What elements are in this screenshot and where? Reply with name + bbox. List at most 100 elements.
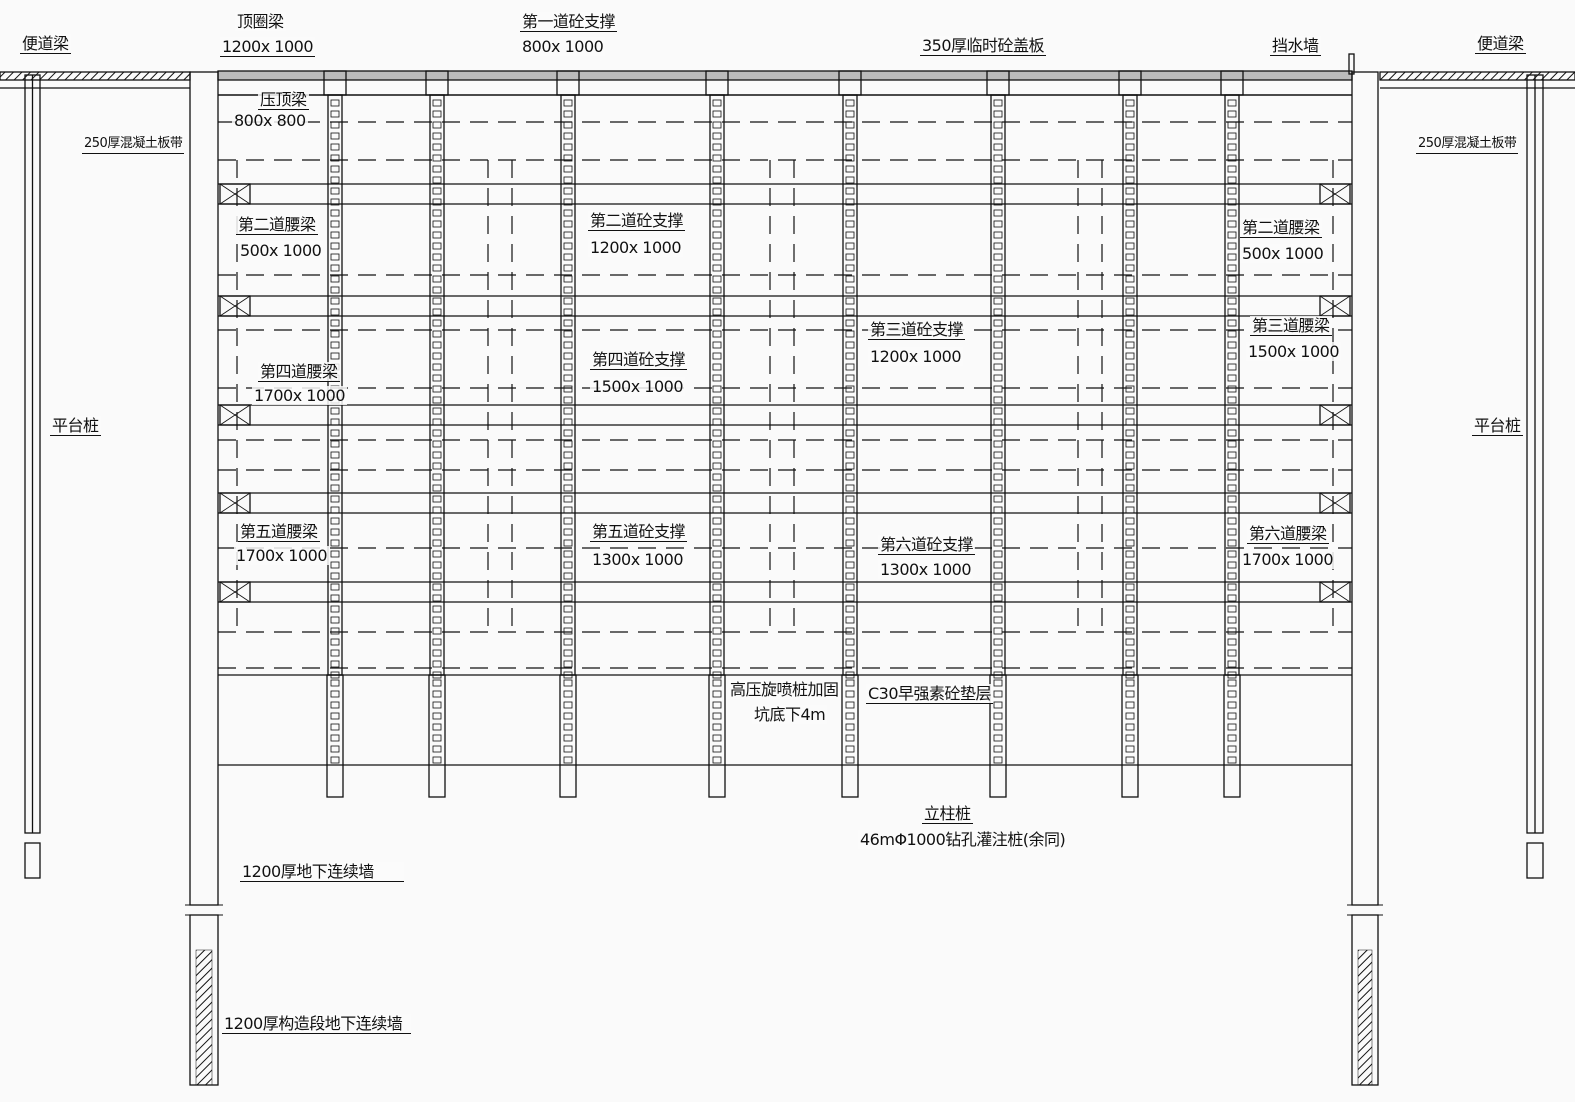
lattice-batten	[993, 220, 1003, 228]
lattice-batten	[563, 407, 573, 415]
lattice-batten	[1227, 253, 1237, 261]
lattice-batten	[845, 690, 855, 698]
label-waler3-size: 1500x 1000	[1246, 342, 1341, 361]
lattice-batten	[1227, 572, 1237, 580]
lattice-batten	[1227, 745, 1237, 753]
lattice-batten	[563, 506, 573, 514]
lattice-batten	[1227, 396, 1237, 404]
lattice-batten	[432, 561, 442, 569]
lattice-batten	[845, 660, 855, 668]
lattice-batten	[563, 528, 573, 536]
lattice-batten	[993, 660, 1003, 668]
waler-section-left	[219, 183, 251, 205]
lattice-batten	[1125, 154, 1135, 162]
label-slab-band-right: 250厚混凝土板带	[1416, 134, 1519, 154]
lattice-batten	[330, 679, 340, 687]
lattice-batten	[563, 539, 573, 547]
lattice-batten	[845, 154, 855, 162]
lattice-batten	[993, 143, 1003, 151]
lattice-batten	[993, 99, 1003, 107]
lattice-batten	[330, 572, 340, 580]
lattice-batten	[563, 99, 573, 107]
lattice-batten	[993, 756, 1003, 764]
lattice-batten	[993, 198, 1003, 206]
lattice-batten	[432, 231, 442, 239]
lattice-batten	[1125, 528, 1135, 536]
lattice-batten	[1227, 690, 1237, 698]
lattice-batten	[563, 110, 573, 118]
lattice-batten	[432, 594, 442, 602]
lattice-batten	[1125, 253, 1135, 261]
lattice-batten	[563, 517, 573, 525]
lattice-batten	[432, 616, 442, 624]
lattice-batten	[993, 495, 1003, 503]
lattice-batten	[993, 374, 1003, 382]
lattice-batten	[432, 187, 442, 195]
lattice-batten	[712, 308, 722, 316]
lattice-batten	[1125, 99, 1135, 107]
lattice-batten	[1125, 264, 1135, 272]
lattice-batten	[845, 275, 855, 283]
lattice-batten	[330, 99, 340, 107]
lattice-batten	[845, 594, 855, 602]
lattice-batten	[432, 451, 442, 459]
platform-pile-stub	[1526, 842, 1544, 879]
lattice-batten	[432, 308, 442, 316]
lattice-batten	[563, 308, 573, 316]
lattice-batten	[563, 627, 573, 635]
lattice-batten	[1227, 121, 1237, 129]
lattice-batten	[712, 528, 722, 536]
lattice-batten	[993, 187, 1003, 195]
lattice-batten	[432, 374, 442, 382]
lattice-batten	[563, 330, 573, 338]
lattice-batten	[432, 517, 442, 525]
label-waler6: 第六道腰梁	[1247, 524, 1329, 544]
label-column-pile-spec: 46mΦ1000钻孔灌注桩(余同)	[858, 830, 1068, 849]
lattice-batten	[432, 143, 442, 151]
label-waler2-right-size: 500x 1000	[1240, 244, 1326, 263]
lattice-batten	[330, 154, 340, 162]
lattice-batten	[1227, 495, 1237, 503]
lattice-batten	[993, 638, 1003, 646]
lattice-batten	[563, 712, 573, 720]
lattice-batten	[845, 341, 855, 349]
lattice-batten	[432, 363, 442, 371]
lattice-batten	[330, 712, 340, 720]
lattice-batten	[432, 385, 442, 393]
lattice-batten	[563, 745, 573, 753]
lattice-batten	[993, 121, 1003, 129]
lattice-batten	[1125, 484, 1135, 492]
lattice-batten	[330, 330, 340, 338]
lattice-batten	[563, 418, 573, 426]
lattice-batten	[712, 440, 722, 448]
lattice-batten	[563, 165, 573, 173]
lattice-batten	[563, 143, 573, 151]
lattice-batten	[330, 495, 340, 503]
lattice-batten	[1125, 220, 1135, 228]
lattice-batten	[845, 407, 855, 415]
lattice-batten	[712, 550, 722, 558]
lattice-batten	[563, 121, 573, 129]
lattice-column	[990, 94, 1006, 676]
lattice-batten	[845, 297, 855, 305]
label-strut6-size: 1300x 1000	[878, 560, 973, 579]
label-strut6: 第六道砼支撑	[878, 535, 976, 555]
column-pile	[708, 674, 726, 798]
lattice-batten	[1227, 308, 1237, 316]
lattice-batten	[1227, 451, 1237, 459]
lattice-batten	[712, 638, 722, 646]
lattice-batten	[432, 396, 442, 404]
lattice-batten	[563, 374, 573, 382]
lattice-batten	[432, 407, 442, 415]
lattice-batten	[845, 528, 855, 536]
lattice-batten	[993, 539, 1003, 547]
waler-cross	[219, 404, 251, 426]
lattice-batten	[330, 550, 340, 558]
lattice-batten	[563, 594, 573, 602]
label-crown-beam: 顶圈梁	[235, 12, 286, 31]
lattice-batten	[1227, 154, 1237, 162]
lattice-batten	[432, 352, 442, 360]
lattice-batten	[1125, 539, 1135, 547]
lattice-batten	[563, 176, 573, 184]
lattice-batten	[1227, 649, 1237, 657]
